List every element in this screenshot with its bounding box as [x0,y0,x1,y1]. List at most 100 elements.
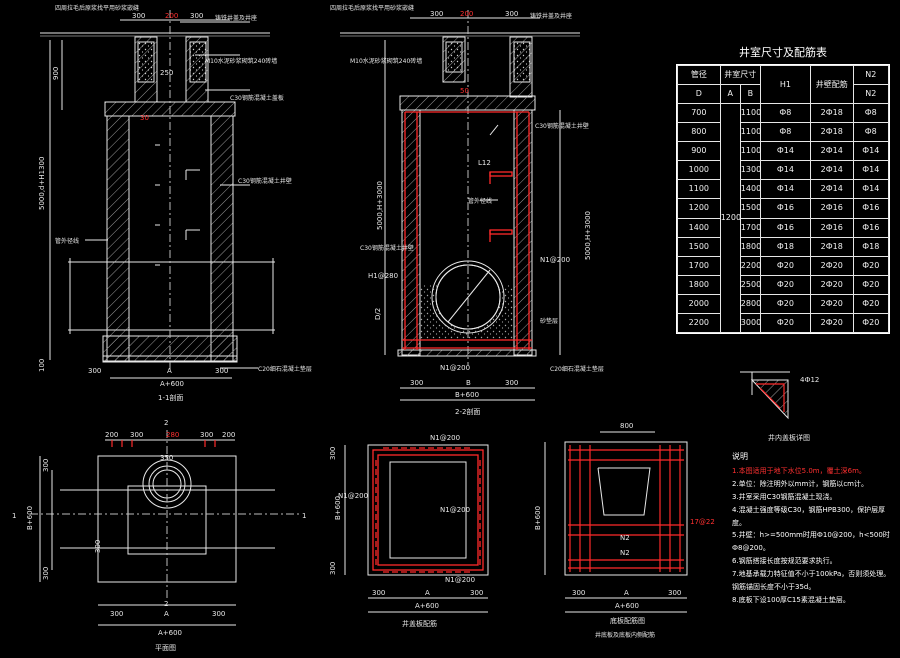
cell-d: 2000 [677,293,721,314]
cell-wall: 2Ф14 [809,179,854,200]
note-item: 3.井室采用C30钢筋混凝土现浇。 [732,492,837,501]
th-pipe: 管径 [677,64,721,86]
note-brick: M10水泥砂浆砌筑240砖墙 [205,57,277,65]
note-item: 钢筋锚固长度不小于35d。 [732,583,816,592]
section-2-2-rebar [402,111,532,350]
cell-b: 1100 [739,122,761,143]
dim-300-t: 300 [572,589,585,597]
dim-300-f: 300 [505,10,518,18]
dim-300-a: 300 [132,12,145,20]
lid-title: 井盖板配筋 [402,619,437,628]
dim-300-e: 300 [430,10,443,18]
cell-d: 1500 [677,236,721,257]
note-item: 7.地基承载力特征值不小于100kPa，否则须处理。 [732,570,891,579]
plan-view-labels: 200 300 280 300 200 350 2 2 1 1 B+600 30… [12,419,306,652]
dim-100-a: 100 [38,359,46,372]
rebar-n2-a: N2 [620,534,630,542]
cell-d: 1100 [677,179,721,200]
cell-h1: Ф20 [759,255,811,276]
dim-900: 900 [52,67,60,80]
table-header-row: 管径 井室尺寸 H1 井壁配筋 N2 [677,64,890,105]
th-size: 井室尺寸 [719,64,761,86]
dim-300-i: 300 [130,431,143,439]
dim-300-q: 300 [329,562,337,575]
rebar-n1-b: N1@200 [440,364,470,372]
cell-b: 2800 [739,293,761,314]
dim-280: 280 [166,431,179,439]
table-title: 井室尺寸及配筋表 [739,46,827,59]
cell-wall: 2Ф14 [809,141,854,162]
note-top-mid: 四周拉毛后原浆找平用砂浆嵌缝 [330,4,414,12]
cell-wall: 2Ф20 [809,274,854,295]
detail-labels: 4Ф12 井内盖板详图 [768,376,819,442]
cell-b: 1400 [739,179,761,200]
cell-d: 2200 [677,312,721,334]
lid-rebar-red [372,447,484,573]
cell-b: 1100 [739,103,761,124]
dim-B600-d: B+600 [534,506,542,530]
rebar-n1-f: N1@200 [445,576,475,584]
cell-d: 900 [677,141,721,162]
detail-bar: 4Ф12 [800,376,819,384]
cell-n2: Ф20 [852,293,890,314]
dim-30-a: 30 [140,114,149,122]
section-2-2-labels: 300 200 300 四周拉毛后原浆找平用砂浆嵌缝 铸铁井盖及井座 M10水泥… [330,4,604,416]
cell-d: 700 [677,103,721,124]
dim-300-g: 300 [410,379,423,387]
dim-B600-b: B+600 [26,506,34,530]
dim-A600-a: A+600 [160,380,184,388]
cell-d: 1800 [677,274,721,295]
rebar-l12: L12 [478,159,491,167]
dim-B600-a: B+600 [455,391,479,399]
dim-300-j: 300 [200,431,213,439]
th-h1: H1 [759,64,811,105]
cell-b: 2200 [739,255,761,276]
dim-300-b: 300 [190,12,203,20]
dim-300-p: 300 [329,447,337,460]
dim-200-a: 200 [165,12,178,20]
cell-n2: Ф14 [852,179,890,200]
cell-h1: Ф16 [759,217,811,238]
th-a: A [719,84,741,105]
cell-n2: Ф14 [852,160,890,181]
th-n2: N2 [852,64,890,86]
rebar-h1: H1@280 [368,272,398,280]
cell-wall: 2Ф20 [809,255,854,276]
th-n2-sub: N2 [852,84,890,105]
cell-d: 1700 [677,255,721,276]
cell-n2: Ф16 [852,198,890,219]
cell-a: 1200 [719,103,741,333]
base-title: 底板配筋图 [610,616,645,625]
note-top-left: 四周拉毛后原浆找平用砂浆嵌缝 [55,4,139,12]
note-pad-b: C20细石混凝土垫层 [550,365,604,373]
cell-d: 1400 [677,217,721,238]
cell-d: 1000 [677,160,721,181]
note-item: 4.混凝土强度等级C30，钢筋HPB300，保护层厚度。 [732,505,886,527]
th-b: B [739,84,761,105]
cell-wall: 2Ф16 [809,198,854,219]
dim-200-d: 200 [222,431,235,439]
cell-n2: Ф20 [852,255,890,276]
dim-300-k: 300 [42,459,50,472]
cell-h1: Ф20 [759,293,811,314]
notes: 说明 1.本图适用于地下水位5.0m，覆土深6m。 2.单位：除注明外以mm计，… [732,450,897,607]
note-slab: C30钢筋混凝土盖板 [230,94,284,102]
dim-A-d: A [624,589,629,597]
th-d: D [677,84,721,105]
cell-wall: 2Ф18 [809,122,854,143]
dim-A-c: A [425,589,430,597]
dim-350: 350 [160,454,173,462]
detail-title: 井内盖板详图 [768,433,810,442]
cell-b: 1100 [739,141,761,162]
